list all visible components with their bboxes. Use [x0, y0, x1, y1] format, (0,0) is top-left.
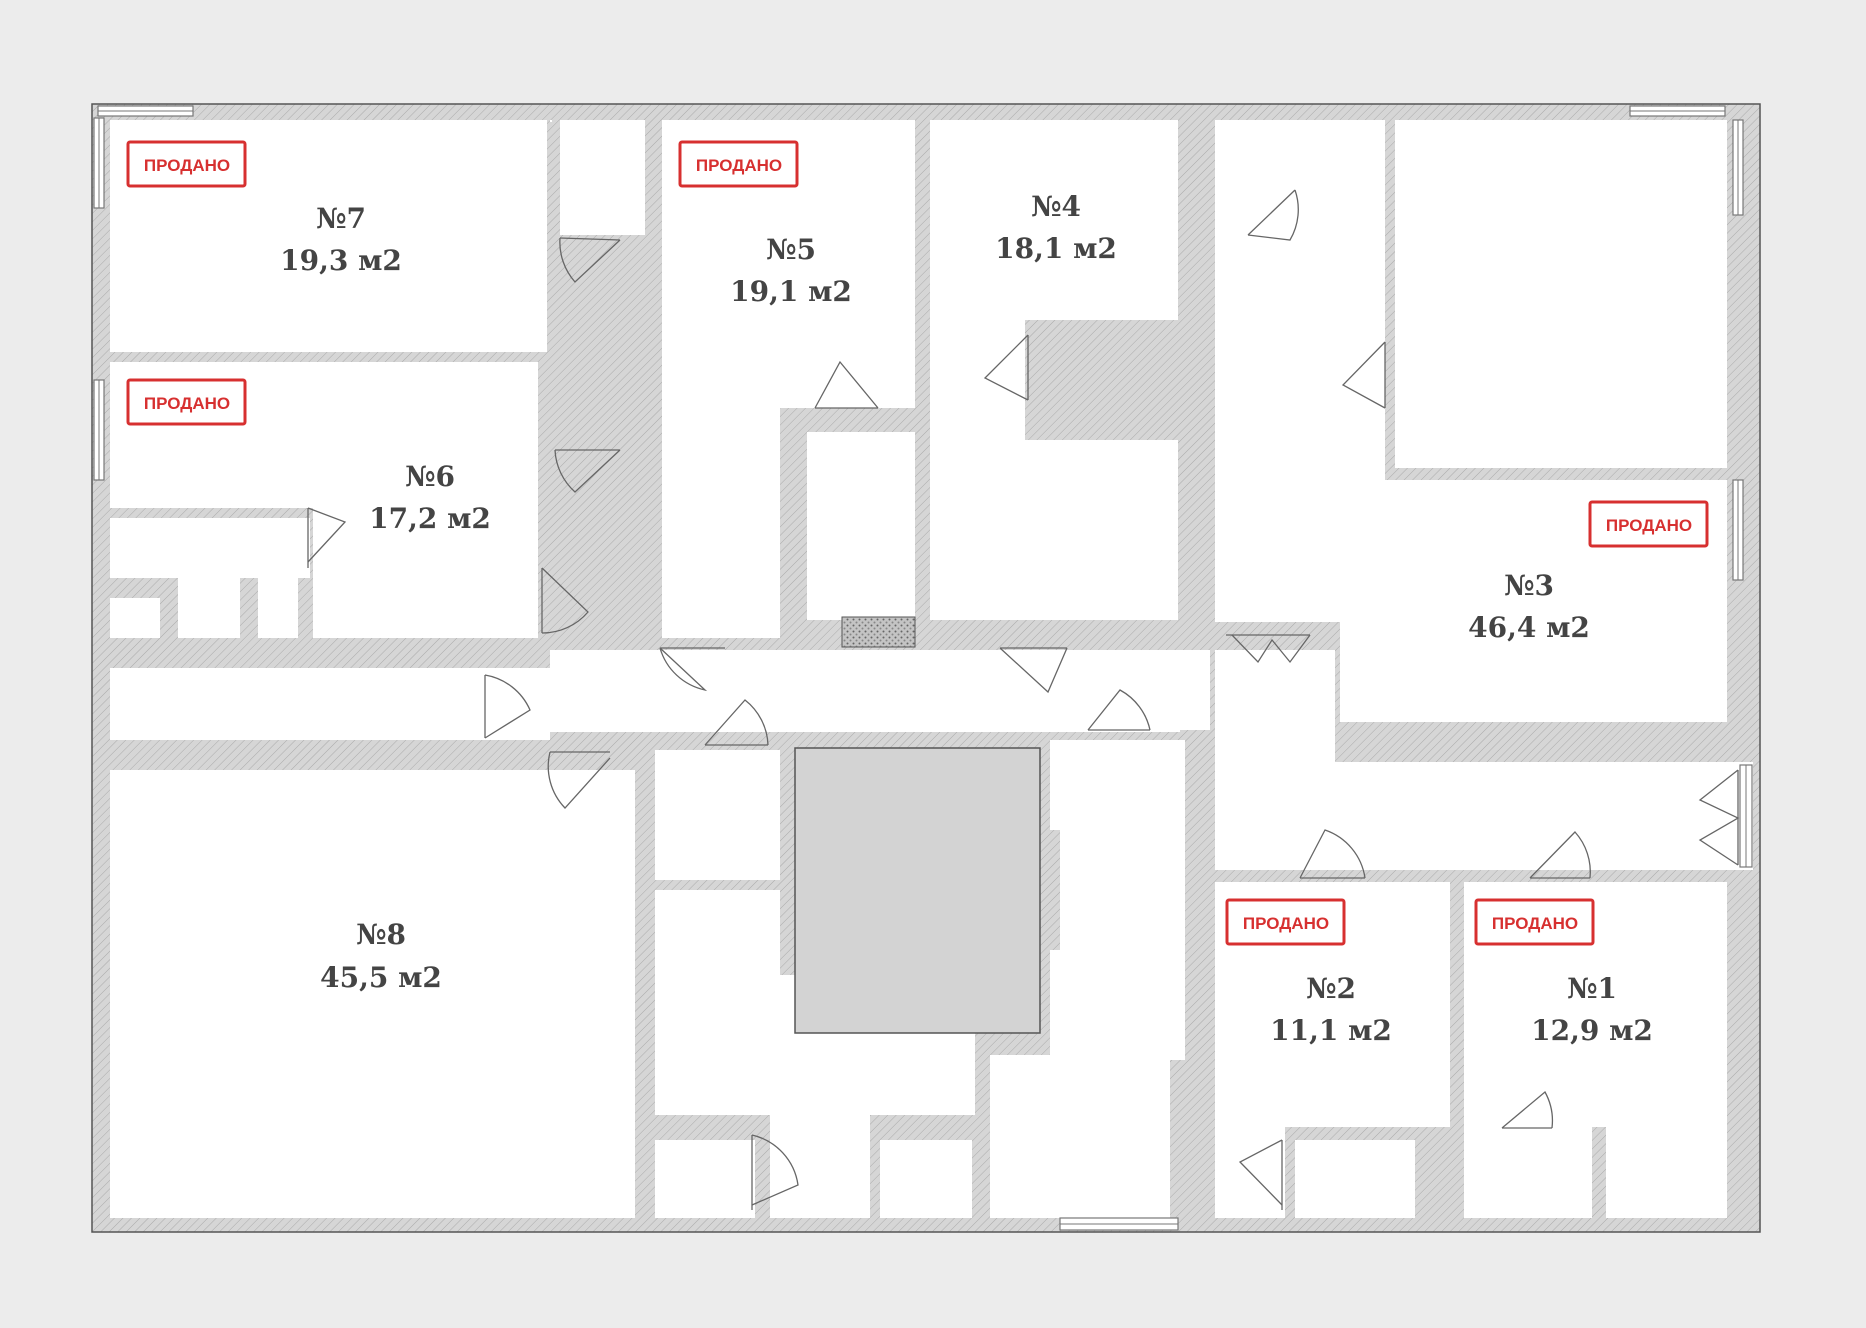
door	[547, 751, 611, 809]
window	[1739, 764, 1753, 868]
svg-text:ПРОДАНО: ПРОДАНО	[1243, 914, 1329, 933]
room-area: 46,4 м2	[1468, 611, 1590, 644]
door	[1087, 689, 1151, 731]
window	[93, 379, 105, 481]
door	[307, 507, 347, 568]
room-number: №8	[356, 918, 406, 951]
room-8-label[interactable]: №8 45,5 м2	[320, 918, 442, 994]
sold-stamp-room-3: ПРОДАНО	[1588, 500, 1709, 548]
window	[1629, 105, 1726, 117]
door	[1238, 1139, 1283, 1210]
room-6-label[interactable]: №6 17,2 м2	[369, 460, 491, 535]
window	[93, 117, 105, 209]
room-area: 12,9 м2	[1531, 1014, 1653, 1047]
door	[554, 449, 621, 493]
sold-stamp-room-5: ПРОДАНО	[678, 140, 799, 188]
room-area: 19,3 м2	[280, 244, 402, 277]
floor-areas	[110, 120, 1753, 1218]
sold-stamp-room-2: ПРОДАНО	[1225, 898, 1346, 946]
window	[1732, 119, 1744, 216]
door	[814, 360, 879, 409]
technical-zone	[841, 616, 916, 648]
room-area: 11,1 м2	[1270, 1014, 1392, 1047]
door	[541, 567, 589, 634]
door	[1226, 634, 1311, 664]
door	[1529, 831, 1591, 879]
door	[1341, 341, 1386, 409]
room-area: 18,1 м2	[995, 232, 1117, 265]
room-area: 19,1 м2	[730, 275, 852, 308]
room-3-label[interactable]: №3 46,4 м2	[1468, 569, 1590, 644]
room-number: №3	[1504, 569, 1554, 602]
door	[1501, 1090, 1554, 1129]
svg-text:ПРОДАНО: ПРОДАНО	[144, 394, 230, 413]
window	[97, 105, 194, 117]
sold-stamp-room-1: ПРОДАНО	[1474, 898, 1595, 946]
room-area: 45,5 м2	[320, 961, 442, 994]
room-number: №1	[1567, 972, 1617, 1005]
window	[1732, 479, 1744, 581]
room-number: №2	[1306, 972, 1356, 1005]
lift-shaft	[794, 747, 1041, 1034]
door	[1299, 829, 1366, 879]
room-4-label[interactable]: №4 18,1 м2	[995, 190, 1117, 265]
svg-text:ПРОДАНО: ПРОДАНО	[1492, 914, 1578, 933]
door	[983, 334, 1029, 401]
room-5-label[interactable]: №5 19,1 м2	[730, 233, 852, 308]
svg-text:ПРОДАНО: ПРОДАНО	[696, 156, 782, 175]
sold-stamp-room-7: ПРОДАНО	[126, 140, 247, 188]
room-number: №5	[766, 233, 816, 266]
door	[559, 237, 621, 283]
door	[704, 699, 769, 746]
room-2-label[interactable]: №2 11,1 м2	[1270, 972, 1392, 1047]
room-number: №7	[316, 202, 366, 235]
room-number: №4	[1031, 190, 1081, 223]
door	[1698, 769, 1740, 866]
svg-text:ПРОДАНО: ПРОДАНО	[144, 156, 230, 175]
room-1-label[interactable]: №1 12,9 м2	[1531, 972, 1653, 1047]
door	[999, 647, 1068, 694]
door	[1247, 189, 1299, 241]
room-7-label[interactable]: №7 19,3 м2	[280, 202, 402, 277]
room-area: 17,2 м2	[369, 502, 491, 535]
door	[659, 647, 725, 692]
window	[1059, 1217, 1179, 1231]
door	[484, 674, 531, 739]
room-number: №6	[405, 460, 455, 493]
door	[751, 1134, 799, 1210]
sold-stamp-room-6: ПРОДАНО	[126, 378, 247, 426]
svg-text:ПРОДАНО: ПРОДАНО	[1606, 516, 1692, 535]
